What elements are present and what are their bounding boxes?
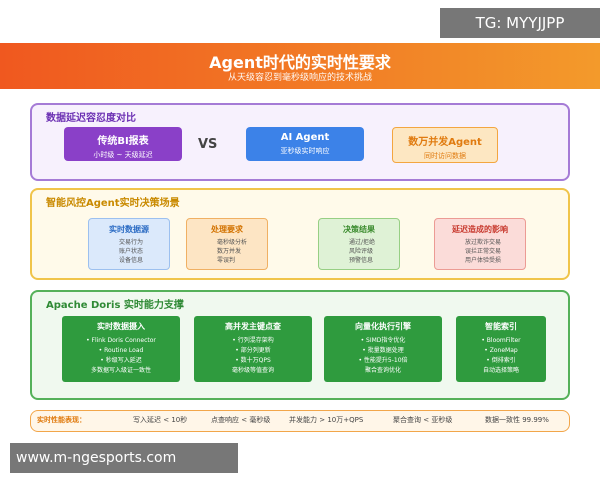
card-title: 延迟造成的影响 (452, 225, 508, 234)
capability-card-ingestion: 实时数据摄入 • Flink Doris Connector • Routine… (62, 316, 180, 382)
list-item: • Routine Load (98, 347, 144, 354)
list-item: 毫秒级分析 (217, 239, 248, 246)
box-title: 传统BI报表 (97, 136, 149, 147)
capability-card-index: 智能索引 • BloomFilter • ZoneMap • 倒排索引 自动选择… (456, 316, 546, 382)
page-subtitle: 从天级容忍到毫秒级响应的技术挑战 (227, 73, 372, 83)
box-title: 数万并发Agent (408, 137, 482, 148)
scenario-card-requirements: 处理要求 毫秒级分析 数万并发 零误判 (186, 218, 268, 270)
doris-section-title: Apache Doris 实时能力支撑 (46, 300, 184, 311)
list-item: 多数据写入级证一致性 (90, 367, 151, 374)
box-desc: 小时级 ~ 天级延迟 (93, 151, 153, 159)
list-item: • 秒级写入延迟 (100, 357, 142, 364)
card-title: 处理要求 (211, 225, 243, 234)
list-item: 交易行为 (119, 239, 144, 246)
list-item: 聚合查询优化 (364, 367, 401, 374)
list-item: • 倒排索引 (486, 357, 516, 364)
list-item: • 性能提升5-10倍 (358, 357, 408, 364)
list-item: • BloomFilter (481, 337, 521, 344)
capability-card-point-query: 高并发主键点查 • 行列混存架构 • 部分列更新 • 数十万QPS 毫秒级等值查… (194, 316, 312, 382)
list-item: 毫秒级等值查询 (231, 367, 274, 374)
card-title: 实时数据摄入 (97, 322, 145, 331)
header-banner: Agent时代的实时性要求 从天级容忍到毫秒级响应的技术挑战 (0, 43, 600, 89)
box-desc: 亚秒级实时响应 (280, 147, 330, 155)
performance-metric: 并发能力 > 10万+QPS (289, 416, 364, 424)
scenario-card-decision: 决策结果 通过/拒绝 风险评级 预警信息 (318, 218, 400, 270)
risk-scenario-section: 智能风控Agent实时决策场景 实时数据源 交易行为 账户状态 设备信息 处理要… (30, 188, 570, 280)
card-title: 高并发主键点查 (225, 322, 281, 331)
capability-card-vectorized: 向量化执行引擎 • SIMD指令优化 • 批量数据处理 • 性能提升5-10倍 … (324, 316, 442, 382)
latency-comparison-section: 数据延迟容忍度对比 传统BI报表 小时级 ~ 天级延迟 VS AI Agent … (30, 103, 570, 181)
list-item: • 部分列更新 (235, 347, 271, 354)
list-item: • 数十万QPS (235, 357, 271, 364)
card-title: 决策结果 (343, 225, 375, 234)
doris-capability-section: Apache Doris 实时能力支撑 实时数据摄入 • Flink Doris… (30, 290, 570, 400)
list-item: • ZoneMap (484, 347, 518, 354)
box-title: AI Agent (280, 132, 330, 143)
list-item: 数万并发 (217, 248, 242, 255)
scenario-section-title: 智能风控Agent实时决策场景 (46, 198, 180, 209)
list-item: 零误判 (217, 257, 236, 264)
latency-section-title: 数据延迟容忍度对比 (46, 113, 136, 124)
list-item: 通过/拒绝 (349, 239, 376, 246)
scenario-card-data-source: 实时数据源 交易行为 账户状态 设备信息 (88, 218, 170, 270)
list-item: 预警信息 (349, 257, 374, 264)
card-title: 向量化执行引擎 (355, 322, 411, 331)
performance-metric: 点查响应 < 毫秒级 (211, 416, 271, 424)
concurrent-agent-box: 数万并发Agent 同时访问数据 (392, 127, 498, 163)
ai-agent-box: AI Agent 亚秒级实时响应 (246, 127, 364, 161)
list-item: 用户体验受损 (465, 257, 502, 264)
list-item: 风险评级 (349, 248, 374, 255)
performance-bar: 实时性能表现： 写入延迟 < 10秒 点查响应 < 毫秒级 并发能力 > 10万… (30, 410, 570, 432)
scenario-card-impact: 延迟造成的影响 放过欺诈交易 误拦正常交易 用户体验受损 (434, 218, 526, 270)
performance-metric: 数据一致性 99.99% (485, 416, 549, 424)
box-desc: 同时访问数据 (424, 152, 466, 160)
card-title: 实时数据源 (109, 225, 149, 234)
list-item: 自动选择策略 (482, 367, 519, 374)
list-item: 放过欺诈交易 (465, 239, 502, 246)
list-item: • SIMD指令优化 (360, 337, 406, 344)
watermark-bottom: www.m-ngesports.com (10, 443, 238, 473)
list-item: • 行列混存架构 (232, 337, 274, 344)
list-item: • Flink Doris Connector (86, 337, 156, 344)
traditional-bi-box: 传统BI报表 小时级 ~ 天级延迟 (64, 127, 182, 161)
card-title: 智能索引 (485, 322, 517, 331)
performance-metric: 写入延迟 < 10秒 (133, 416, 188, 424)
vs-label: VS (198, 137, 218, 152)
list-item: 误拦正常交易 (465, 248, 502, 255)
list-item: 设备信息 (119, 257, 144, 264)
watermark-top: TG: MYYJJPP (440, 8, 600, 38)
list-item: 账户状态 (119, 248, 144, 255)
performance-metric: 聚合查询 < 亚秒级 (393, 416, 453, 424)
performance-title: 实时性能表现： (37, 416, 86, 424)
page-title: Agent时代的实时性要求 (209, 53, 391, 72)
list-item: • 批量数据处理 (362, 347, 404, 354)
